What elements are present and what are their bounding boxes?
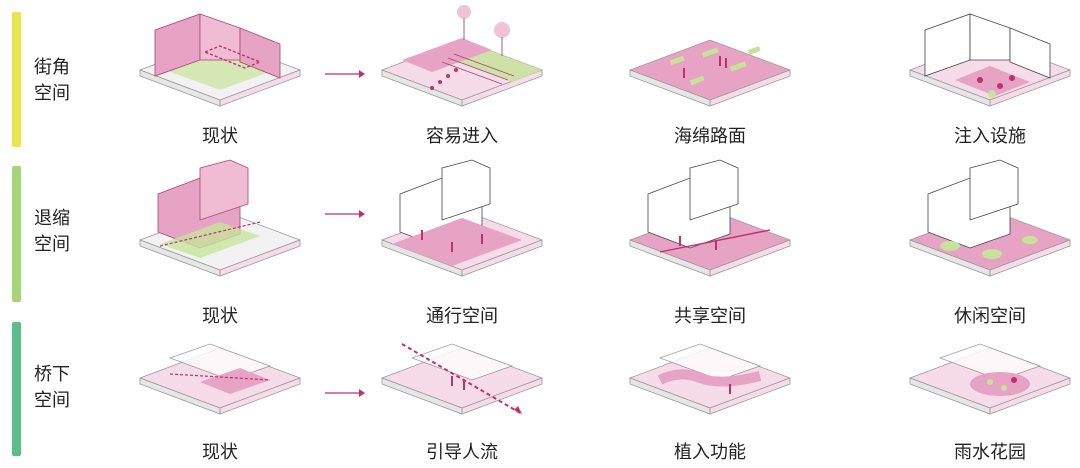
diagram-existing-under-bridge: 现状 <box>130 318 310 468</box>
diagram-shared-space: 共享空间 <box>620 159 800 327</box>
row-label-line-1: 桥下 <box>34 364 70 385</box>
diagram-leisure-space: 休闲空间 <box>900 159 1080 327</box>
diagram-guide-flow: 引导人流 <box>372 318 552 468</box>
diagram-sponge-pavement: 海绵路面 <box>620 0 800 160</box>
diagram-passage-space: 通行空间 <box>372 159 552 327</box>
caption: 共享空间 <box>674 306 746 327</box>
diagram-add-functions: 植入功能 <box>620 318 800 468</box>
row-label-line-1: 退缩 <box>34 208 70 229</box>
diagram-existing-corner: 现状 <box>130 0 310 160</box>
row-color-bar <box>12 322 21 456</box>
caption: 休闲空间 <box>954 306 1026 327</box>
row-label-line-2: 空间 <box>34 83 70 104</box>
caption: 注入设施 <box>954 126 1026 147</box>
caption: 引导人流 <box>426 442 498 463</box>
caption: 通行空间 <box>426 306 498 327</box>
caption: 现状 <box>202 126 238 147</box>
caption: 雨水花园 <box>954 442 1026 463</box>
caption: 现状 <box>202 306 238 327</box>
diagram-rain-garden: 雨水花园 <box>900 318 1080 468</box>
row-color-bar <box>12 12 21 147</box>
row-label: 街角 空间 <box>34 55 84 107</box>
row-label-line-1: 街角 <box>34 57 70 78</box>
row-color-bar <box>12 166 21 302</box>
diagram-add-facilities: 注入设施 <box>900 0 1080 160</box>
row-label-line-2: 空间 <box>34 390 70 411</box>
caption: 容易进入 <box>426 126 498 147</box>
caption: 植入功能 <box>674 442 746 463</box>
row-label-line-2: 空间 <box>34 234 70 255</box>
row-label: 退缩 空间 <box>34 206 84 258</box>
caption: 现状 <box>202 442 238 463</box>
diagram-easy-access: 容易进入 <box>372 0 552 160</box>
arrow-right-icon <box>325 389 365 397</box>
caption: 海绵路面 <box>674 126 746 147</box>
arrow-right-icon <box>325 70 365 78</box>
row-label: 桥下 空间 <box>34 362 84 414</box>
diagram-existing-setback: 现状 <box>130 159 310 327</box>
arrow-right-icon <box>325 210 365 218</box>
